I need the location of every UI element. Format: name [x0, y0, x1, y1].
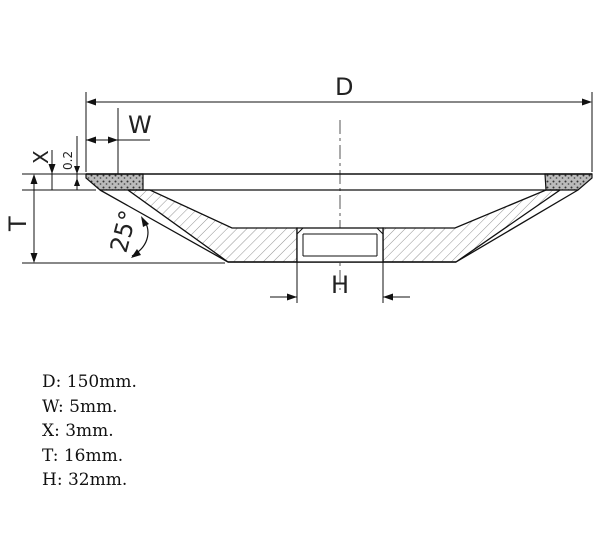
gap-arrow-top: [74, 166, 80, 174]
x-label: X: [29, 150, 53, 164]
h-label: H: [331, 271, 349, 299]
d-arrow-right: [582, 98, 592, 106]
spec-diameter: D: 150mm.: [42, 372, 137, 392]
gap-arrow-bottom: [74, 178, 80, 186]
h-arrow-right: [383, 293, 393, 301]
spec-total-thickness: T: 16mm.: [42, 445, 124, 466]
abrasive-rim-left: [85, 173, 144, 191]
t-arrow-top: [30, 174, 38, 184]
angle-label: 25°: [105, 207, 143, 255]
t-arrow-bottom: [30, 253, 38, 263]
angle-arrow-bottom: [131, 249, 141, 258]
d-label: D: [335, 73, 353, 101]
x-arrow: [48, 164, 56, 174]
w-label: W: [128, 111, 152, 139]
bore-chamfer-right: [376, 227, 384, 235]
spec-width: W: 5mm.: [42, 396, 118, 417]
outer-cone-left: [99, 189, 229, 263]
spec-bore: H: 32mm.: [42, 470, 128, 490]
t-label: T: [4, 216, 32, 232]
spec-rim-thickness: X: 3mm.: [42, 421, 114, 441]
wheel-body-left: [125, 189, 298, 263]
wheel-body-right: [382, 189, 563, 263]
w-arrow-left: [86, 136, 96, 144]
d-arrow-left: [86, 98, 96, 106]
w-arrow-right: [108, 136, 118, 144]
h-arrow-left: [287, 293, 297, 301]
angle-arrow-top: [141, 216, 149, 227]
gap-label: 0.2: [61, 151, 75, 170]
bore: [296, 227, 384, 263]
outer-cone-right: [455, 189, 579, 263]
abrasive-rim-right: [544, 173, 593, 191]
bore-chamfer-left: [296, 227, 304, 235]
spec-list: D: 150mm. W: 5mm. X: 3mm. T: 16mm. H: 32…: [42, 370, 137, 493]
